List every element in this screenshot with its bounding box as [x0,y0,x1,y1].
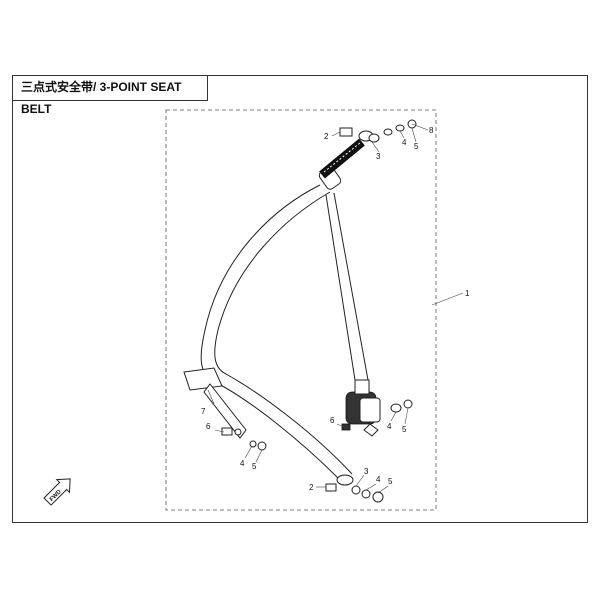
upper-belt-guide [318,130,374,190]
retractor [345,379,381,437]
belt-webbing [200,184,369,479]
callout-5-left: 5 [252,462,257,471]
callout-6-mid: 6 [330,416,335,425]
callout-2-bot: 2 [309,483,314,492]
leader-lines [207,123,464,494]
mid-fasteners [341,399,413,431]
callout-7: 7 [201,407,206,416]
top-fasteners [339,119,417,143]
fwd-arrow-icon: FWD [43,478,71,506]
page-title: 三点式安全带/ 3-POINT SEAT BELT [12,75,208,116]
callout-1: 1 [465,289,470,298]
bottom-fasteners [325,483,384,503]
callout-8: 8 [429,126,434,135]
callout-5-top: 5 [414,142,419,151]
callout-5-bot: 5 [388,477,393,486]
lower-anchor [336,474,354,486]
callout-4-left: 4 [240,459,245,468]
callout-3-top: 3 [376,152,381,161]
callout-2-top: 2 [324,132,329,141]
callout-4-mid: 4 [387,422,392,431]
callout-3-bot: 3 [364,467,369,476]
diagram-frame [12,75,588,523]
assembly-boundary [165,109,437,511]
callout-4-bot: 4 [376,475,381,484]
callout-6-left: 6 [206,422,211,431]
left-anchor-bracket [183,367,247,439]
callout-4-top: 4 [402,138,407,147]
callout-5-mid: 5 [402,425,407,434]
